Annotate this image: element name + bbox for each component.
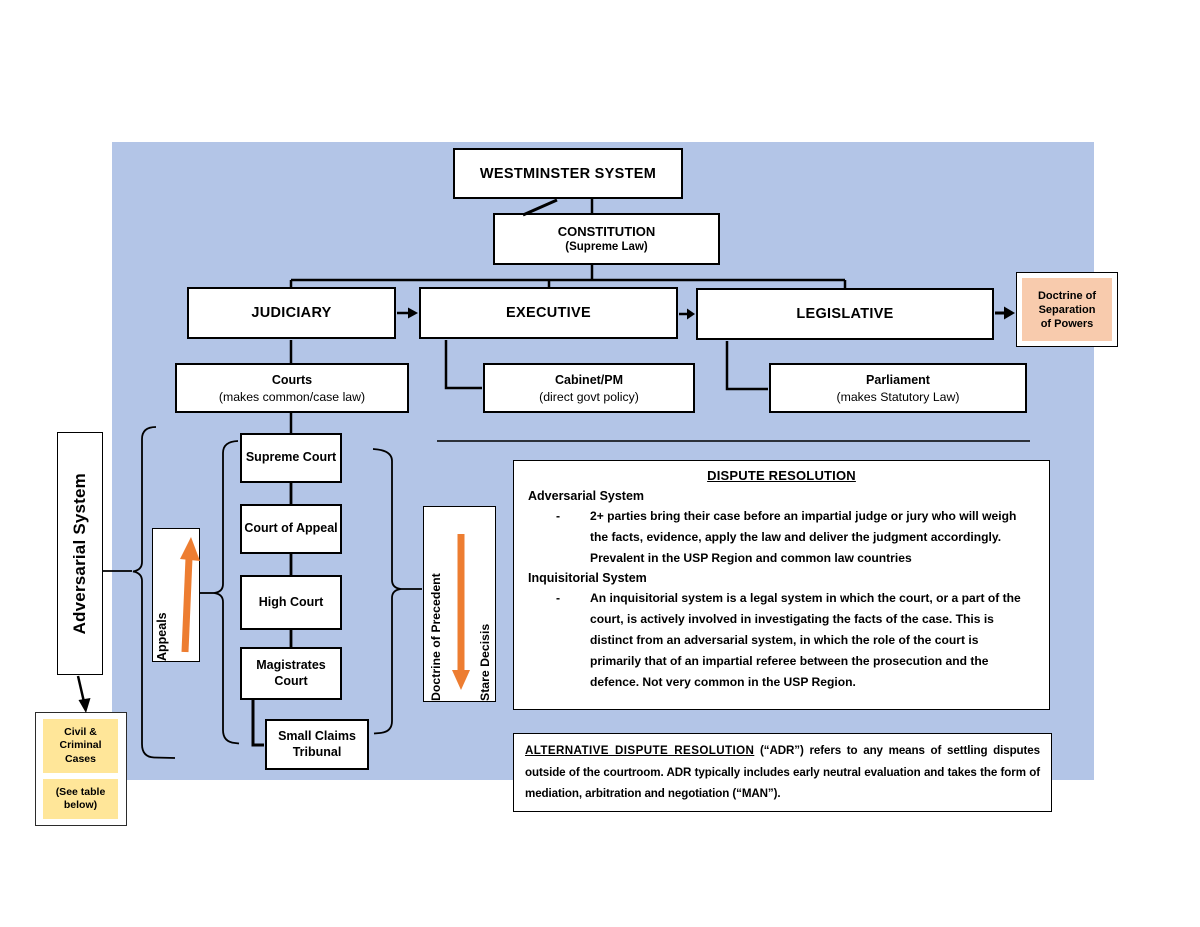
small-claims-tribunal-box: Small Claims Tribunal (265, 719, 369, 770)
court-of-appeal-label: Court of Appeal (244, 521, 338, 536)
separation-line-1: Doctrine of (1037, 289, 1097, 302)
supreme-court-box: Supreme Court (240, 433, 342, 483)
adr-body: (“ADR”) refers to any means of settling … (525, 744, 1040, 800)
cabinet-pm-box: Cabinet/PM (direct govt policy) (483, 363, 695, 413)
adr-title: ALTERNATIVE DISPUTE RESOLUTION (525, 744, 755, 757)
executive-box: EXECUTIVE (419, 287, 678, 339)
courts-sub-label: (makes common/case law) (218, 389, 366, 404)
adr-panel: ALTERNATIVE DISPUTE RESOLUTION (“ADR”) r… (513, 733, 1052, 812)
small-claims-tribunal-label: Small Claims Tribunal (278, 729, 356, 759)
inquisitorial-system-bullet: - An inquisitorial system is a legal sys… (556, 588, 1035, 692)
high-court-label: High Court (258, 594, 324, 609)
adversarial-system-bullet: - 2+ parties bring their case before an … (556, 506, 1035, 568)
arrowhead-adversarial-cases-icon (78, 698, 91, 713)
adversarial-system-bullet-text: 2+ parties bring their case before an im… (590, 509, 1017, 565)
adr-paragraph: ALTERNATIVE DISPUTE RESOLUTION (“ADR”) r… (525, 740, 1040, 805)
westminster-system-box: WESTMINSTER SYSTEM (453, 148, 683, 199)
supreme-court-label: Supreme Court (245, 450, 337, 465)
cases-callout-box: Civil & Criminal Cases (See table below) (35, 712, 127, 826)
constitution-box: CONSTITUTION (Supreme Law) (493, 213, 720, 265)
inquisitorial-system-heading: Inquisitorial System (528, 571, 647, 586)
courts-box: Courts (makes common/case law) (175, 363, 409, 413)
magistrates-court-box: Magistrates Court (240, 647, 342, 700)
parliament-label: Parliament (866, 372, 930, 387)
legislative-label: LEGISLATIVE (796, 306, 894, 322)
legislative-box: LEGISLATIVE (696, 288, 994, 340)
magistrates-court-label: Magistrates Court (256, 658, 326, 688)
doctrine-of-precedent-box: Doctrine of Precedent Stare Decisis (423, 506, 496, 702)
court-of-appeal-box: Court of Appeal (240, 504, 342, 554)
cabinet-pm-sub-label: (direct govt policy) (539, 389, 639, 404)
dispute-resolution-panel: DISPUTE RESOLUTION Adversarial System - … (513, 460, 1050, 710)
judiciary-label: JUDICIARY (251, 305, 332, 321)
adversarial-system-box: Adversarial System (57, 432, 103, 675)
constitution-label: CONSTITUTION (557, 224, 656, 239)
executive-label: EXECUTIVE (506, 305, 591, 321)
constitution-sub-label: (Supreme Law) (565, 241, 648, 253)
bullet-dash: - (556, 591, 561, 606)
see-table-below-label: (See table below) (55, 785, 106, 812)
separation-line-3: of Powers (1040, 317, 1094, 330)
adversarial-system-heading: Adversarial System (528, 489, 645, 503)
arrow-adversarial-cases (76, 675, 86, 703)
inquisitorial-system-bullet-text: An inquisitorial system is a legal syste… (590, 591, 1021, 689)
bullet-dash: - (556, 509, 561, 523)
doctrine-of-precedent-label: Doctrine of Precedent (429, 573, 443, 701)
dispute-resolution-title: DISPUTE RESOLUTION (707, 468, 856, 483)
parliament-box: Parliament (makes Statutory Law) (769, 363, 1027, 413)
separation-line-2: Separation (1038, 303, 1096, 316)
civil-criminal-cases-label: Civil & Criminal Cases (59, 725, 102, 765)
courts-label: Courts (271, 372, 313, 387)
high-court-box: High Court (240, 575, 342, 630)
westminster-system-label: WESTMINSTER SYSTEM (479, 165, 657, 182)
adversarial-system-label: Adversarial System (70, 472, 89, 635)
judiciary-box: JUDICIARY (187, 287, 396, 339)
cabinet-pm-label: Cabinet/PM (554, 372, 624, 387)
separation-of-powers-box: Doctrine of Separation of Powers (1016, 272, 1118, 347)
stare-decisis-label: Stare Decisis (478, 623, 492, 701)
appeals-box: Appeals (152, 528, 200, 662)
appeals-label: Appeals (155, 612, 169, 661)
parliament-sub-label: (makes Statutory Law) (836, 389, 960, 404)
see-table-below-label-box: (See table below) (43, 779, 118, 819)
separation-of-powers-inner: Doctrine of Separation of Powers (1022, 278, 1112, 341)
civil-criminal-cases-label-box: Civil & Criminal Cases (43, 719, 118, 773)
